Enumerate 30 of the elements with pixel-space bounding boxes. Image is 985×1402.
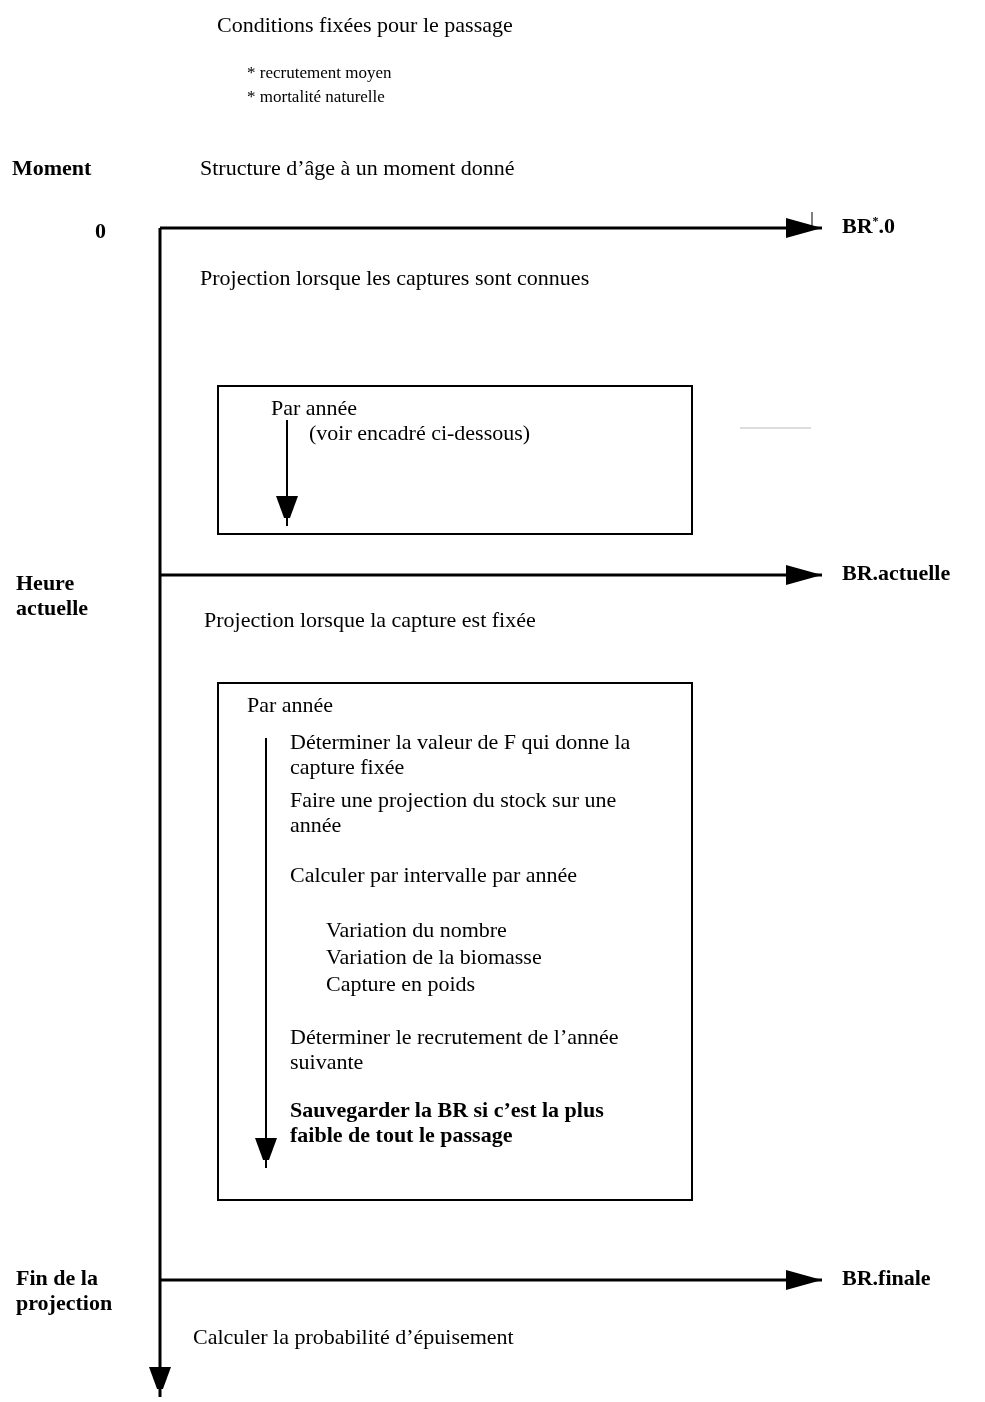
result-label: BR.finale — [822, 1265, 931, 1291]
step-text: Calculer par intervalle par année — [290, 862, 578, 888]
time-marker: Fin de la projection — [16, 1265, 114, 1316]
time-marker: Heure actuelle — [16, 570, 90, 621]
step-text: Calculer la probabilité d’épuisement — [193, 1324, 514, 1350]
step-text: Par année — [247, 692, 334, 718]
title: Conditions fixées pour le passage — [217, 12, 513, 38]
condition-note: * mortalité naturelle — [247, 87, 385, 107]
step-text: Variation du nombre — [326, 917, 507, 943]
step-text: Variation de la biomasse — [326, 944, 542, 970]
step-heading: Structure d’âge à un moment donné — [200, 155, 515, 181]
step-text: Déterminer le recrutement de l’année suivante — [290, 1024, 620, 1075]
step-text: (voir encadré ci-dessous) — [309, 420, 531, 446]
step-text: Sauvegarder la BR si c’est la plus faible de tout le passage — [290, 1097, 605, 1148]
arrow — [160, 1270, 822, 1290]
result-label: BR$^{*}$.0 — [822, 213, 896, 239]
step-text: Par année — [271, 395, 358, 421]
process-box — [217, 682, 693, 1201]
process-box — [217, 385, 693, 535]
condition-note: * recrutement moyen — [247, 63, 392, 83]
column-heading: Moment — [12, 155, 92, 181]
phase-heading: Projection lorsque la capture est fixée — [204, 607, 536, 633]
arrow — [160, 565, 822, 585]
step-text: Déterminer la valeur de F qui donne la capture fixée — [290, 729, 632, 780]
result-label: BR.actuelle — [822, 560, 951, 586]
time-marker: 0 — [95, 218, 106, 244]
arrow — [160, 218, 822, 238]
step-text: Faire une projection du stock sur une année — [290, 787, 618, 838]
step-text: Capture en poids — [326, 971, 476, 997]
phase-heading: Projection lorsque les captures sont connues — [200, 265, 590, 291]
